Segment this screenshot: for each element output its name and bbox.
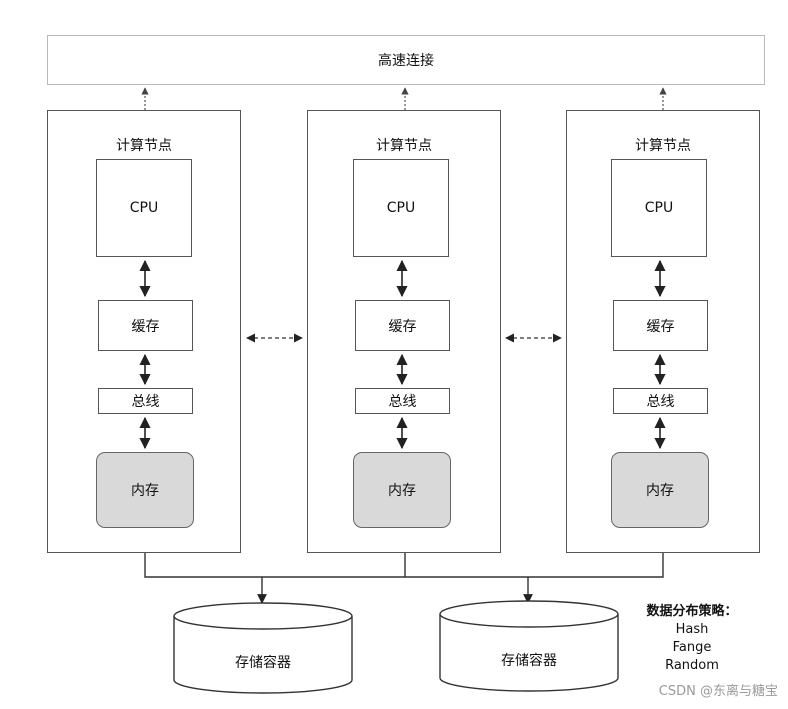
cpu-label: CPU	[644, 200, 674, 216]
interconnect-label: 高速连接	[378, 53, 434, 69]
strategy-item: Fange	[672, 640, 712, 655]
cpu-box: CPU	[611, 159, 707, 257]
bus-box: 总线	[355, 388, 450, 414]
cache-box: 缓存	[355, 300, 450, 351]
memory-label: 内存	[646, 483, 674, 499]
strategy-title: 数据分布策略：	[646, 604, 738, 619]
watermark: CSDN @东离与糖宝	[658, 684, 778, 699]
distribution-strategy: 数据分布策略： Hash Fange Random	[632, 603, 752, 675]
compute-node-title: 计算节点	[116, 138, 172, 154]
cpu-box: CPU	[353, 159, 449, 257]
memory-box: 内存	[611, 452, 709, 528]
cache-label: 缓存	[646, 318, 675, 335]
cache-box: 缓存	[613, 300, 708, 351]
bus-label: 总线	[131, 394, 160, 410]
compute-node-title: 计算节点	[635, 138, 691, 154]
memory-label: 内存	[131, 483, 159, 499]
memory-box: 内存	[353, 452, 451, 528]
storage-label: 存储容器	[235, 655, 291, 671]
cpu-box: CPU	[96, 159, 192, 257]
bus-box: 总线	[98, 388, 193, 414]
memory-box: 内存	[96, 452, 194, 528]
cache-label: 缓存	[131, 318, 160, 335]
high-speed-interconnect: 高速连接	[47, 35, 765, 85]
storage-bus-line	[144, 553, 664, 578]
storage-cylinder-2	[439, 600, 619, 692]
storage-cylinder-1	[173, 602, 353, 694]
bus-label: 总线	[388, 394, 417, 410]
cpu-label: CPU	[386, 200, 416, 216]
storage-label: 存储容器	[501, 653, 557, 669]
cpu-label: CPU	[129, 200, 159, 216]
cache-label: 缓存	[388, 318, 417, 335]
memory-label: 内存	[388, 483, 416, 499]
bus-box: 总线	[613, 388, 708, 414]
strategy-item: Random	[665, 658, 719, 673]
cache-box: 缓存	[98, 300, 193, 351]
strategy-item: Hash	[675, 622, 709, 637]
compute-node-title: 计算节点	[376, 138, 432, 154]
bus-label: 总线	[646, 394, 675, 410]
